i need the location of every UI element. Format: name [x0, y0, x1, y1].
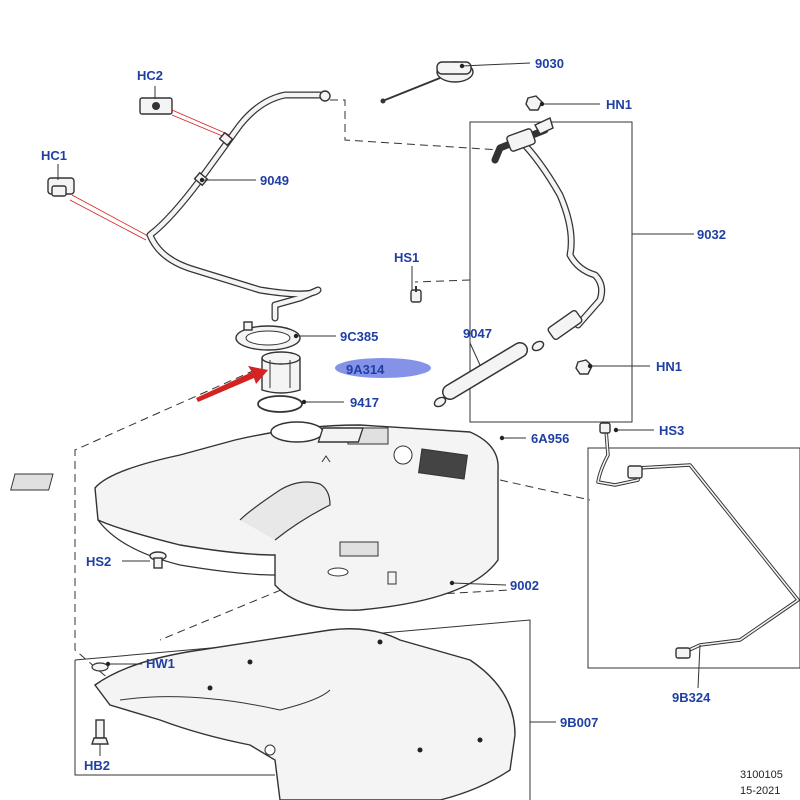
lock-ring-9c385 [235, 321, 301, 351]
label-9030: 9030 [535, 56, 564, 71]
heat-shield-9b007 [94, 628, 516, 800]
leader-lines [57, 62, 701, 756]
fuel-feed-line-9049 [146, 90, 331, 322]
label-hc1: HC1 [41, 148, 67, 163]
label-9002: 9002 [510, 578, 539, 593]
label-hs2: HS2 [86, 554, 111, 569]
label-9c385: 9C385 [340, 329, 378, 344]
nut-hn1-top [525, 95, 543, 111]
seal-9417 [257, 395, 303, 413]
vent-line-9b324 [596, 422, 800, 659]
vent-line-box [587, 447, 800, 669]
label-hn1-mid: HN1 [656, 359, 682, 374]
label-hs3: HS3 [659, 423, 684, 438]
filler-cap-9030 [380, 61, 474, 104]
label-9032: 9032 [697, 227, 726, 242]
highlight-ellipse [335, 358, 431, 378]
reference-code: 3100105 [740, 769, 783, 781]
clip-hc2 [139, 97, 233, 141]
fuel-pump-9a314 [196, 351, 431, 402]
label-hb2: HB2 [84, 758, 110, 773]
label-9417: 9417 [350, 395, 379, 410]
label-hw1: HW1 [146, 656, 175, 671]
label-9a314: 9A314 [346, 362, 385, 377]
filler-pipe-box [469, 121, 633, 423]
washer-hw1 [91, 662, 109, 672]
label-hs1: HS1 [394, 250, 419, 265]
bolt-hb2 [91, 719, 109, 745]
label-9049: 9049 [260, 173, 289, 188]
red-arrow-icon [196, 366, 268, 402]
label-9b007: 9B007 [560, 715, 598, 730]
hose-9047 [433, 340, 545, 408]
leader-dots [105, 63, 619, 667]
filler-pipe-9032 [491, 117, 606, 341]
fuel-tank-9002 [10, 421, 499, 611]
label-9047: 9047 [463, 326, 492, 341]
label-hn1-top: HN1 [606, 97, 632, 112]
pad-6a956 [317, 427, 364, 443]
label-6a956: 6A956 [531, 431, 569, 446]
label-9b324: 9B324 [672, 690, 711, 705]
clip-hc1 [47, 177, 149, 241]
screw-hs1 [410, 286, 422, 303]
reference-date: 15-2021 [740, 785, 780, 797]
nut-hn1-mid [575, 359, 593, 375]
label-hc2: HC2 [137, 68, 163, 83]
screw-hs2 [149, 551, 167, 569]
